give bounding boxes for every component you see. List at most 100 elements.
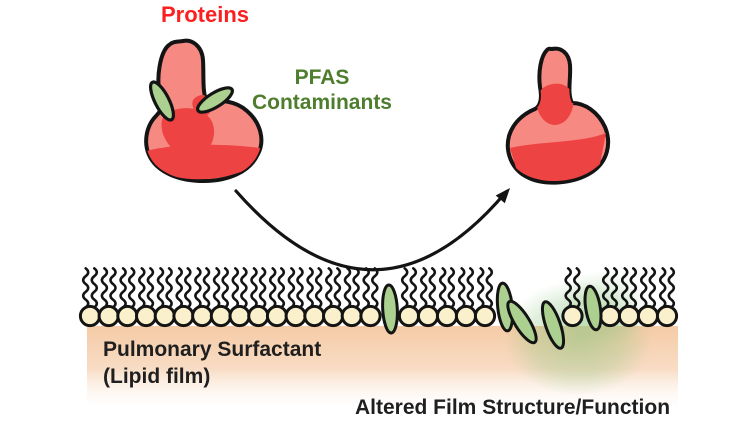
lipid-tail bbox=[466, 267, 475, 309]
lipid-molecule bbox=[655, 267, 679, 328]
lipid-tail bbox=[400, 267, 409, 309]
lipid-molecule bbox=[435, 267, 459, 328]
lipid-head bbox=[284, 304, 307, 328]
lipid-tail bbox=[573, 267, 581, 309]
lipid-tail bbox=[81, 267, 90, 309]
lipid-head bbox=[617, 304, 641, 328]
lipid-tail bbox=[127, 267, 136, 309]
lipid-head bbox=[561, 304, 584, 328]
lipid-tail bbox=[325, 267, 333, 309]
lipid-film bbox=[78, 267, 679, 328]
lipid-molecule bbox=[209, 267, 232, 328]
lipid-head bbox=[228, 304, 251, 328]
lipid-tail bbox=[620, 267, 629, 309]
lipid-tail bbox=[428, 267, 437, 309]
lipid-tail bbox=[250, 267, 258, 309]
lipid-molecule bbox=[97, 267, 120, 328]
lipid-head bbox=[322, 304, 345, 328]
lipid-molecule bbox=[265, 267, 289, 328]
pulmonary-surfactant-label: Pulmonary Surfactant (Lipid film) bbox=[103, 338, 322, 388]
lipid-tail bbox=[333, 267, 342, 309]
lipid-molecule bbox=[191, 267, 214, 328]
lipid-molecule bbox=[116, 267, 139, 328]
lipid-molecule bbox=[617, 267, 641, 328]
lipid-head bbox=[435, 304, 459, 328]
lipid-tail bbox=[165, 267, 173, 309]
lipid-tail bbox=[212, 267, 221, 309]
lipid-head bbox=[636, 304, 660, 328]
pfas-molecule-in-film bbox=[583, 284, 603, 332]
lipid-molecule bbox=[284, 267, 307, 328]
lipid-head bbox=[340, 304, 363, 328]
lipid-tail bbox=[362, 267, 370, 309]
lipid-tail bbox=[268, 267, 277, 309]
lipid-head bbox=[135, 304, 158, 328]
transfer-arrow bbox=[234, 188, 510, 272]
lipid-molecule bbox=[636, 267, 660, 328]
lipid-molecule bbox=[303, 267, 326, 328]
lipid-tail bbox=[287, 267, 296, 309]
lipid-head bbox=[598, 304, 622, 328]
lipid-tail bbox=[175, 267, 183, 309]
lipid-tail bbox=[667, 267, 676, 309]
lipid-head bbox=[655, 304, 679, 328]
lipid-molecule bbox=[135, 267, 158, 328]
pfas-molecule-on-protein bbox=[196, 86, 234, 114]
lipid-head bbox=[209, 304, 232, 328]
lipid-head bbox=[116, 304, 139, 328]
lipid-molecule bbox=[172, 267, 195, 328]
lipid-tail bbox=[610, 267, 619, 309]
lipid-head bbox=[359, 304, 382, 328]
lipid-tail bbox=[658, 267, 667, 309]
lipid-molecule bbox=[322, 267, 345, 328]
lipid-tail bbox=[109, 267, 117, 309]
arrow-curve bbox=[234, 189, 508, 272]
lipid-tail bbox=[156, 267, 165, 309]
protein-shade bbox=[146, 144, 260, 180]
pfas-molecule-in-film bbox=[381, 283, 399, 335]
lipid-tail bbox=[648, 267, 657, 309]
lipid-tail bbox=[352, 267, 360, 309]
altered-film-label: Altered Film Structure/Function bbox=[355, 396, 671, 419]
lipid-head bbox=[473, 304, 497, 328]
lipid-tail bbox=[184, 267, 192, 309]
lipid-tail bbox=[343, 267, 352, 309]
lipid-molecule bbox=[359, 267, 382, 328]
lipid-tail bbox=[90, 267, 99, 309]
protein-shade bbox=[536, 83, 574, 125]
lipid-tail bbox=[564, 267, 572, 309]
lipid-head bbox=[97, 304, 120, 328]
lipid-tail bbox=[194, 267, 202, 309]
pfas-molecule-in-film bbox=[506, 299, 538, 345]
lipid-head bbox=[416, 304, 440, 328]
lipid-tail bbox=[485, 267, 494, 309]
lipid-molecule bbox=[228, 267, 251, 328]
lipid-tail bbox=[639, 267, 648, 309]
lipid-tail bbox=[258, 267, 267, 309]
pfas-molecule-on-protein bbox=[149, 80, 175, 122]
lipid-head bbox=[454, 304, 478, 328]
lipid-tail bbox=[476, 267, 485, 309]
protein-shade bbox=[510, 133, 606, 182]
arrowhead-icon bbox=[495, 188, 510, 204]
lipid-tail bbox=[371, 267, 379, 309]
proteins-label: Proteins bbox=[160, 2, 250, 27]
lipid-head bbox=[153, 304, 176, 328]
lipid-head bbox=[191, 304, 214, 328]
lipid-tail bbox=[306, 267, 314, 309]
lipid-tail bbox=[240, 267, 248, 309]
lipid-head bbox=[247, 304, 270, 328]
protein-right bbox=[505, 46, 611, 185]
lipid-tail bbox=[629, 267, 638, 309]
lipid-tail bbox=[314, 267, 323, 309]
lipid-molecule bbox=[416, 267, 440, 328]
lipid-molecule bbox=[78, 267, 102, 328]
lipid-head bbox=[303, 304, 326, 328]
lipid-tail bbox=[146, 267, 155, 309]
lipid-tail bbox=[138, 267, 146, 309]
lipid-molecule bbox=[397, 267, 421, 328]
lipid-tail bbox=[277, 267, 286, 309]
lipid-head bbox=[172, 304, 195, 328]
